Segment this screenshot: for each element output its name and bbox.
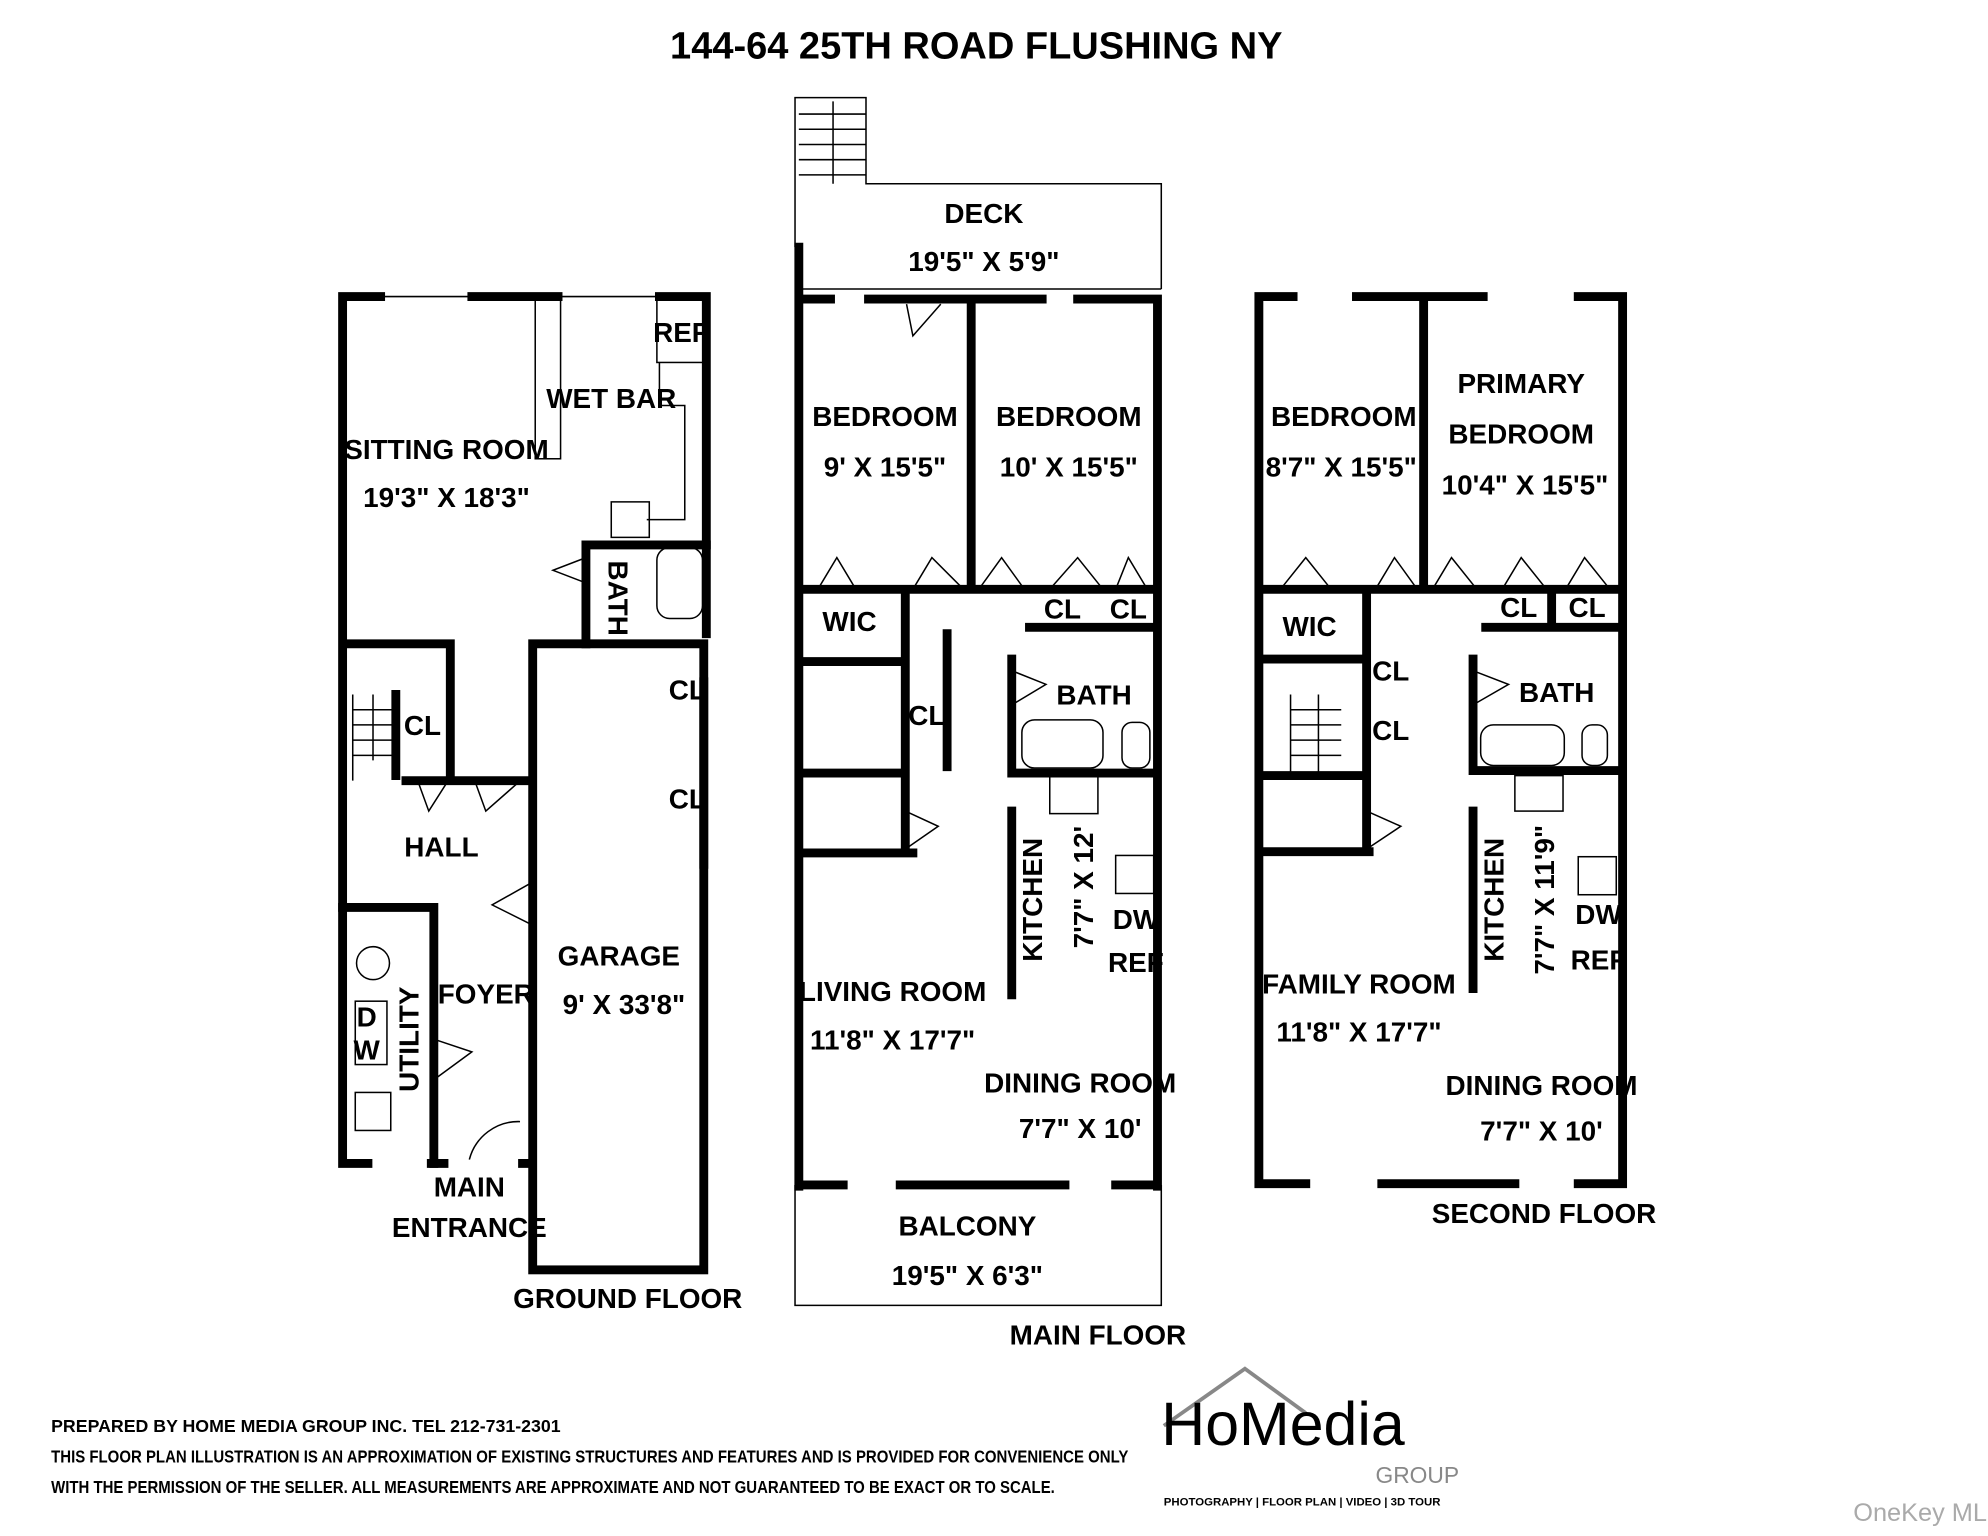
dryer-label: D (357, 1002, 377, 1033)
garage-walls (528, 639, 709, 1275)
room-label-closet: CL (669, 675, 706, 706)
room-label-bedroom: BEDROOM (1271, 401, 1417, 432)
room-label-primary-bedroom: BEDROOM (1448, 419, 1594, 450)
room-label-kitchen: KITCHEN (1017, 838, 1048, 962)
room-label-bath: BATH (603, 560, 634, 635)
homedia-logo: HoMedia GROUP PHOTOGRAPHY | FLOOR PLAN |… (1161, 1366, 1459, 1509)
room-size-kitchen: 7'7" X 11'9" (1529, 825, 1560, 975)
room-label-wic: WIC (1282, 611, 1336, 642)
room-label-garage: GARAGE (558, 941, 680, 972)
house-roof-icon (1162, 1366, 1307, 1428)
logo-tagline: PHOTOGRAPHY | FLOOR PLAN | VIDEO | 3D TO… (1164, 1497, 1441, 1509)
ground-floor: SITTING ROOM 19'3" X 18'3" WET BAR REF B… (338, 292, 742, 1314)
room-label-sitting-room: SITTING ROOM (344, 434, 548, 465)
room-label-closet: CL (1569, 592, 1606, 623)
disclaimer-text: WITH THE PERMISSION OF THE SELLER. ALL M… (51, 1477, 1055, 1497)
ref-label: REF (1571, 945, 1627, 976)
room-label-kitchen: KITCHEN (1478, 838, 1509, 962)
room-size-deck: 19'5" X 5'9" (908, 246, 1059, 277)
floor-label-main: MAIN FLOOR (1010, 1320, 1187, 1351)
ref-label: REF (653, 317, 709, 348)
logo-wordmark: HoMedia (1161, 1390, 1405, 1458)
room-label-closet: CL (404, 710, 441, 741)
room-size-balcony: 19'5" X 6'3" (892, 1260, 1043, 1291)
room-label-living-room: LIVING ROOM (799, 976, 986, 1007)
prepared-by-text: PREPARED BY HOME MEDIA GROUP INC. TEL 21… (51, 1416, 561, 1436)
logo-group: GROUP (1375, 1462, 1459, 1488)
room-size-sitting-room: 19'3" X 18'3" (363, 482, 530, 513)
main-entrance-label: ENTRANCE (392, 1212, 547, 1243)
room-label-utility: UTILITY (394, 986, 425, 1092)
dishwasher-label: DW (1113, 904, 1160, 935)
room-size-bedroom: 9' X 15'5" (824, 452, 947, 483)
washer-label: W (354, 1034, 381, 1065)
dishwasher-label: DW (1575, 899, 1622, 930)
disclaimer-text: THIS FLOOR PLAN ILLUSTRATION IS AN APPRO… (51, 1446, 1128, 1466)
room-label-hall: HALL (404, 832, 478, 863)
room-label-deck: DECK (944, 198, 1023, 229)
room-label-closet: CL (1110, 593, 1147, 624)
room-label-bath: BATH (1519, 677, 1594, 708)
main-floor: DECK 19'5" X 5'9" BEDROOM 9' X 15'5" BED… (794, 96, 1187, 1351)
room-label-family-room: FAMILY ROOM (1262, 969, 1456, 1000)
room-size-dining-room: 7'7" X 10' (1480, 1116, 1603, 1147)
page-title: 144-64 25TH ROAD FLUSHING NY (670, 25, 1282, 67)
room-label-bedroom: BEDROOM (812, 401, 958, 432)
room-label-closet: CL (908, 700, 945, 731)
room-label-bath: BATH (1056, 680, 1131, 711)
second-floor: BEDROOM 8'7" X 15'5" PRIMARY BEDROOM 10'… (1254, 292, 1657, 1229)
room-label-balcony: BALCONY (898, 1211, 1036, 1242)
room-label-wet-bar: WET BAR (546, 383, 676, 414)
floor-label-ground: GROUND FLOOR (513, 1283, 742, 1314)
room-size-kitchen: 7'7" X 12' (1068, 826, 1099, 949)
room-size-primary-bedroom: 10'4" X 15'5" (1442, 469, 1609, 500)
ref-label: REF (1108, 947, 1164, 978)
room-label-foyer: FOYER (438, 979, 534, 1010)
room-size-living-room: 11'8" X 17'7" (810, 1024, 975, 1055)
room-label-closet: CL (669, 784, 706, 815)
room-size-dining-room: 7'7" X 10' (1019, 1113, 1142, 1144)
room-label-dining-room: DINING ROOM (1445, 1070, 1637, 1101)
main-entrance-label: MAIN (434, 1171, 505, 1202)
floor-label-second: SECOND FLOOR (1432, 1198, 1657, 1229)
room-label-closet: CL (1500, 592, 1537, 623)
watermark: OneKey MLS (1853, 1499, 1988, 1527)
room-size-bedroom: 8'7" X 15'5" (1266, 452, 1417, 483)
room-label-closet: CL (1372, 715, 1409, 746)
room-label-dining-room: DINING ROOM (984, 1067, 1176, 1098)
room-label-primary-bedroom: PRIMARY (1457, 368, 1585, 399)
room-label-closet: CL (1372, 656, 1409, 687)
room-label-wic: WIC (822, 606, 876, 637)
room-label-closet: CL (1044, 593, 1081, 624)
room-label-bedroom: BEDROOM (996, 401, 1142, 432)
room-size-family-room: 11'8" X 17'7" (1276, 1017, 1441, 1048)
room-size-garage: 9' X 33'8" (563, 989, 686, 1020)
room-size-bedroom: 10' X 15'5" (1000, 452, 1138, 483)
